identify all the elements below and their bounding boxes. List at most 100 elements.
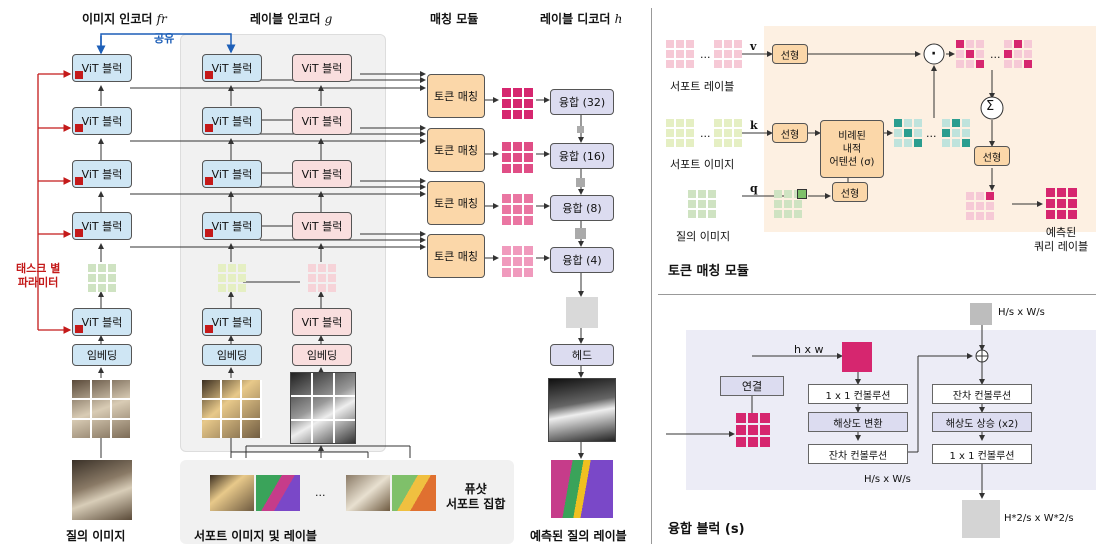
tm-linear-k[interactable]: 선형 [772, 123, 808, 143]
label-enc-image-embedding[interactable]: 임베딩 [202, 344, 262, 366]
fusion-8[interactable]: 융합 (8) [550, 195, 614, 221]
label-enc-image-vit-3[interactable]: ViT 블럭 [202, 160, 262, 188]
tm-attention[interactable]: 비례된 내적 어텐션 (σ) [820, 120, 884, 178]
fusion-output-square [962, 500, 1000, 538]
shared-label: 공유 [154, 32, 175, 45]
tm-query-image-grid [688, 190, 716, 218]
tm-support-label-grid [666, 40, 694, 68]
matched-grid-4 [502, 246, 533, 277]
tm-ellipsis-2: ... [700, 127, 711, 140]
fusion-hs-ws-top: H/s x W/s [998, 307, 1045, 318]
token-module-title: 토큰 매칭 모듈 [668, 264, 749, 279]
tm-linear-v[interactable]: 선형 [772, 44, 808, 64]
label-enc-image-vit-1[interactable]: ViT 블럭 [202, 54, 262, 82]
dot-product-symbol: · [931, 46, 937, 62]
label-enc-image-vit-4[interactable]: ViT 블럭 [202, 212, 262, 240]
fusion-hs-ws-mid: H/s x W/s [864, 474, 911, 485]
task-param-marker [205, 124, 213, 132]
label-vit-block-1[interactable]: ViT 블럭 [292, 54, 352, 82]
tm-support-label-grid-b [714, 40, 742, 68]
task-param-marker [205, 177, 213, 185]
tm-query-image-text: 질의 이미지 [676, 230, 731, 243]
k-symbol: k [750, 119, 758, 132]
matched-grid-1 [502, 88, 533, 119]
decoder-feature-square [566, 297, 598, 328]
label-vit-block-4[interactable]: ViT 블럭 [292, 212, 352, 240]
sum-symbol: Σ [986, 99, 995, 114]
task-param-marker [75, 124, 83, 132]
header-label-encoder: 레이블 인코더 g [250, 12, 333, 26]
token-matching-2[interactable]: 토큰 매칭 [427, 128, 485, 172]
token-module-connectors [742, 43, 1043, 207]
label-embedding[interactable]: 임베딩 [292, 344, 352, 366]
tm-output-grid [966, 192, 994, 220]
tm-query-highlight [797, 189, 807, 199]
label-vit-block-3[interactable]: ViT 블럭 [292, 160, 352, 188]
label-vit-block-2[interactable]: ViT 블럭 [292, 107, 352, 135]
label-patches-image [290, 372, 356, 444]
matched-grid-3 [502, 194, 533, 225]
tm-weighted-grid-b [1004, 40, 1032, 68]
support-label-token-grid [308, 264, 336, 292]
query-patches-image [72, 380, 132, 438]
support-label-k [392, 475, 436, 511]
image-vit-block-4[interactable]: ViT 블럭 [72, 212, 132, 240]
image-vit-block-5[interactable]: ViT 블럭 [72, 308, 132, 336]
decoder-output-volume [548, 378, 616, 442]
query-image-photo [72, 460, 132, 520]
tm-attention-grid-b [942, 119, 970, 147]
token-matching-1[interactable]: 토큰 매칭 [427, 74, 485, 118]
predicted-query-label-caption: 예측된 질의 레이블 [530, 529, 627, 543]
header-image-encoder: 이미지 인코더 fr [82, 12, 167, 26]
task-params-label: 태스크 별 파라미터 [16, 262, 61, 289]
label-enc-image-vit-2[interactable]: ViT 블럭 [202, 107, 262, 135]
task-param-marker [75, 229, 83, 237]
support-images-labels-caption: 서포트 이미지 및 레이블 [194, 529, 317, 543]
fusion-4[interactable]: 융합 (4) [550, 247, 614, 273]
panel-divider-h [658, 294, 1096, 295]
fusion-32[interactable]: 융합 (32) [550, 89, 614, 115]
tm-ellipsis-1: ... [700, 48, 711, 61]
token-matching-3[interactable]: 토큰 매칭 [427, 181, 485, 225]
task-param-marker [205, 71, 213, 79]
head-block[interactable]: 헤드 [550, 344, 614, 366]
tm-weighted-grid [956, 40, 984, 68]
fusion-concat[interactable]: 연결 [720, 376, 784, 396]
tm-attention-grid [894, 119, 922, 147]
tm-linear-out[interactable]: 선형 [974, 146, 1010, 166]
predicted-segmentation [551, 460, 613, 518]
image-vit-block-2[interactable]: ViT 블럭 [72, 107, 132, 135]
panel-divider [651, 8, 652, 544]
fusion-connectors [666, 324, 989, 499]
image-vit-block-1[interactable]: ViT 블럭 [72, 54, 132, 82]
support-label-1 [256, 475, 300, 511]
fusion-res-conv[interactable]: 잔차 컨볼루션 [808, 444, 908, 464]
fusion-title: 융합 블럭 (s) [668, 522, 745, 537]
image-vit-block-3[interactable]: ViT 블럭 [72, 160, 132, 188]
tm-predicted-grid [1046, 188, 1077, 219]
token-matching-4[interactable]: 토큰 매칭 [427, 234, 485, 278]
support-image-k [346, 475, 390, 511]
header-label-decoder: 레이블 디코더 h [540, 12, 623, 26]
query-image-label: 질의 이미지 [66, 529, 126, 543]
support-patches-image [202, 380, 262, 438]
tm-ellipsis-4: ... [990, 48, 1001, 61]
fusion-resample[interactable]: 해상도 변환 [808, 412, 908, 432]
matched-grid-2 [502, 142, 533, 173]
fusion-res-conv-r[interactable]: 잔차 컨볼루션 [932, 384, 1032, 404]
label-enc-image-vit-5[interactable]: ViT 블럭 [202, 308, 262, 336]
fusion-conv1[interactable]: 1 x 1 컨볼루션 [808, 384, 908, 404]
support-ellipsis: ... [315, 486, 326, 499]
task-param-marker [75, 325, 83, 333]
support-image-token-grid [218, 264, 246, 292]
label-vit-block-5[interactable]: ViT 블럭 [292, 308, 352, 336]
fusion-conv1-r[interactable]: 1 x 1 컨볼루션 [932, 444, 1032, 464]
image-embedding[interactable]: 임베딩 [72, 344, 132, 366]
few-shot-set-label: 퓨샷 서포트 집합 [446, 482, 506, 511]
v-symbol: v [750, 40, 757, 53]
fusion-upsample[interactable]: 해상도 상승 (x2) [932, 412, 1032, 432]
tm-ellipsis-3: ... [926, 127, 937, 140]
tm-linear-q[interactable]: 선형 [832, 182, 868, 202]
fusion-16[interactable]: 융합 (16) [550, 143, 614, 169]
q-symbol: q [750, 182, 758, 195]
